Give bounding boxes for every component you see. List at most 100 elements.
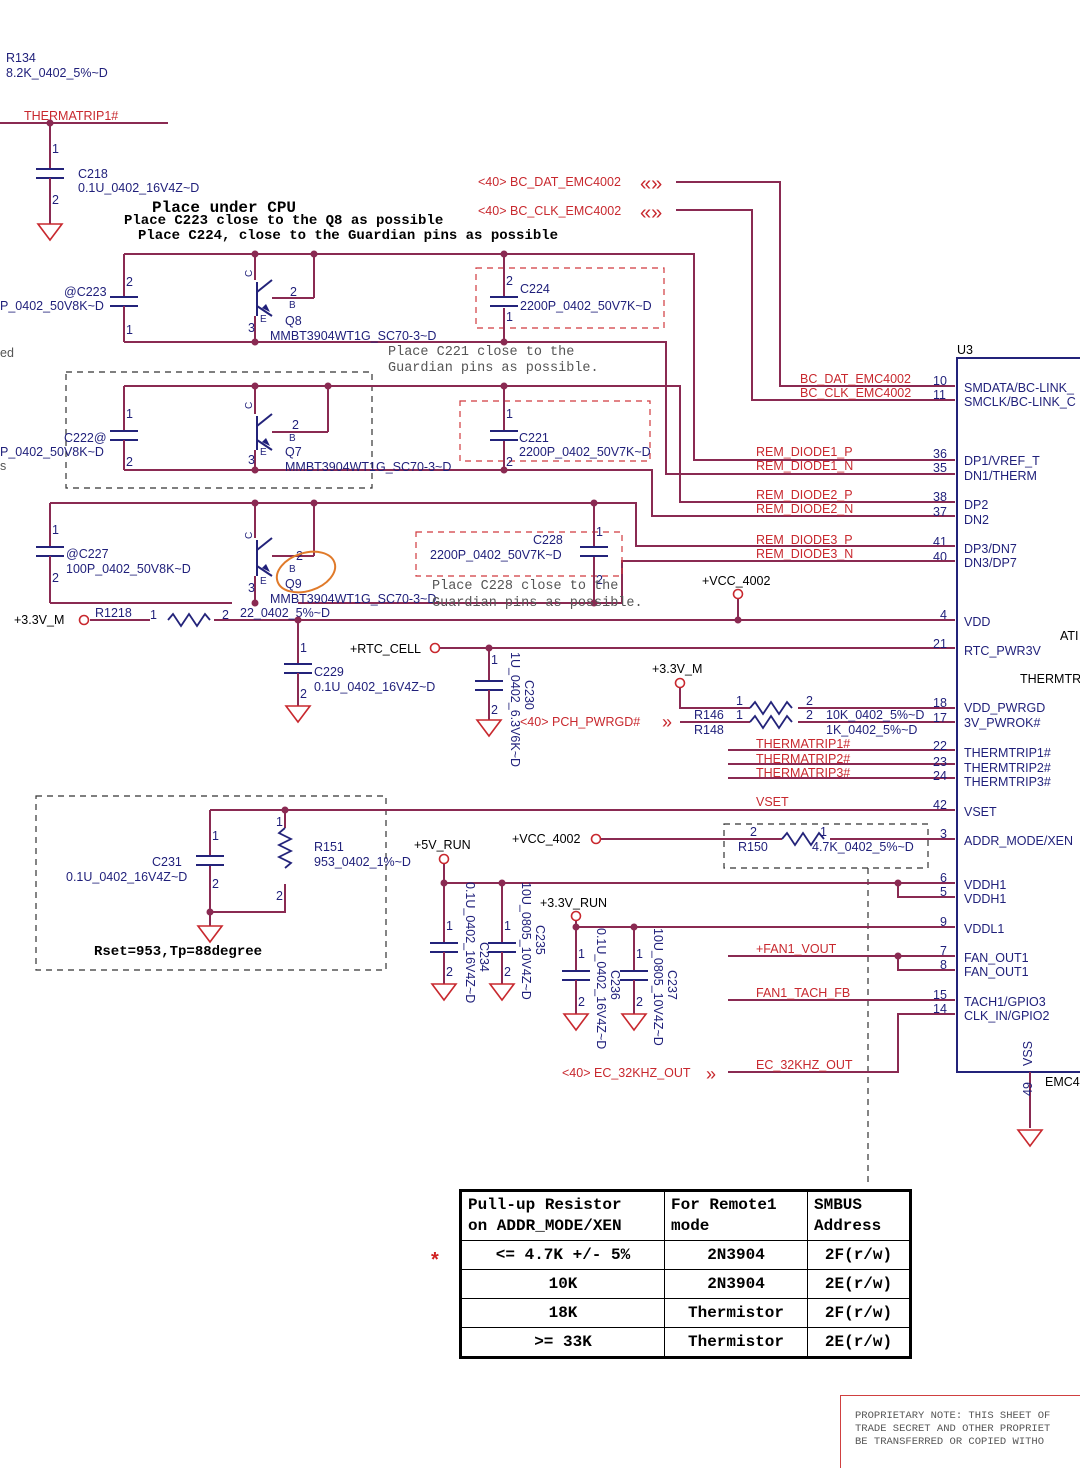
svg-text:17: 17 [933,711,947,725]
net-rem-diode2-p: REM_DIODE2_P [756,488,853,502]
table-cell: 18K [460,1298,665,1328]
c230-value: 1U_0402_6.3V6K~D [508,652,522,767]
address-table: Pull-up Resistor on ADDR_MODE/XEN For Re… [459,1189,912,1359]
net-thermatrip1: THERMATRIP1# [24,109,118,123]
table-cell: 2F(r/w) [807,1298,911,1328]
u3-pin-name: DP1/VREF_T [964,454,1040,468]
net-thermatrip3-u3: THERMATRIP3# [756,766,850,780]
svg-text:1: 1 [736,694,743,708]
net-vcc-4002: +VCC_4002 [702,574,770,588]
u3-pin-name: VDD_PWRGD [964,701,1045,715]
note-place-under-cpu: Place under CPU [152,199,296,217]
address-table-header: Pull-up Resistor on ADDR_MODE/XEN [460,1190,665,1241]
note-c228-1: Place C228 close to the [432,579,618,594]
u3-pin-name: THERMTRIP1# [964,746,1051,760]
net-p3v3-m: +3.3V_M [652,662,702,676]
r134-value: 8.2K_0402_5%~D [6,66,108,80]
q9-ref: Q9 [285,577,302,591]
svg-text:1: 1 [736,708,743,722]
c230-ref: C230 [522,680,536,710]
svg-text:2: 2 [296,549,303,563]
svg-text:2: 2 [290,285,297,299]
u3-pin-name: DP3/DN7 [964,542,1017,556]
table-cell: Thermistor [664,1327,808,1358]
u3-pin-name: SMDATA/BC-LINK_ [964,381,1075,395]
u3-ref: U3 [957,343,973,357]
c228-ref: C228 [533,533,563,547]
bidir-arrow-icon: «» [640,173,662,195]
r146-ref: R146 [694,708,724,722]
table-cell: <= 4.7K +/- 5% [460,1240,665,1270]
u3-pin-name: VDD [964,615,990,629]
table-row: 18K Thermistor 2F(r/w) [460,1298,911,1328]
svg-text:1: 1 [126,407,133,421]
address-table-header: For Remote1 mode [664,1190,808,1241]
svg-text:35: 35 [933,461,947,475]
highlight-circle [275,550,337,594]
net-pch-pwrgd: <40> PCH_PWRGD# [520,715,640,729]
svg-text:18: 18 [933,696,947,710]
c237-value: 10U_0805_10V4Z~D [651,928,665,1046]
svg-text:9: 9 [940,915,947,929]
u3-body [956,357,1080,1073]
c237-ref: C237 [665,970,679,1000]
net-bc-clk-u3: BC_CLK_EMC4002 [800,386,911,400]
svg-text:2: 2 [292,418,299,432]
svg-text:2: 2 [222,608,229,622]
svg-text:1: 1 [300,641,307,655]
r150-ref: R150 [738,840,768,854]
net-ec-32khz-u3: EC_32KHZ_OUT [756,1058,853,1072]
svg-text:3: 3 [248,321,255,335]
svg-text:3: 3 [940,827,947,841]
bidir-arrow-icon: «» [640,202,662,224]
svg-text:1: 1 [150,608,157,622]
u3-pin-name: VSET [964,805,997,819]
table-cell: 2N3904 [664,1240,808,1270]
net-vset: VSET [756,795,789,809]
u3-label-atr: ATI [1060,629,1079,643]
svg-text:2: 2 [52,571,59,585]
proprietary-line: BE TRANSFERRED OR COPIED WITHO [855,1436,1045,1448]
c234-value: 0.1U_0402_16V4Z~D [463,882,477,1003]
c234-ref: C234 [477,942,491,972]
c218-value: 0.1U_0402_16V4Z~D [78,181,199,195]
svg-text:2: 2 [578,995,585,1009]
u3-pin-name: 3V_PWROK# [964,716,1040,730]
c227-value: 100P_0402_50V8K~D [66,562,191,576]
net-p3v3-m: +3.3V_M [14,613,64,627]
q7-ref: Q7 [285,445,302,459]
table-cell: >= 33K [460,1327,665,1358]
svg-text:B: B [289,300,296,311]
svg-text:1: 1 [504,919,511,933]
svg-text:B: B [289,564,296,575]
q8-ref: Q8 [285,314,302,328]
u3-vss: VSS [1021,1041,1035,1066]
net-rem-diode1-n: REM_DIODE1_N [756,459,853,473]
c236-value: 0.1U_0402_16V4Z~D [594,928,608,1049]
svg-text:24: 24 [933,769,947,783]
r148-ref: R148 [694,723,724,737]
q8-value: MMBT3904WT1G_SC70-3~D [270,329,436,343]
net-rem-diode3-p: REM_DIODE3_P [756,533,853,547]
net-bc-dat: <40> BC_DAT_EMC4002 [478,175,621,189]
u3-pin-name: ADDR_MODE/XEN [964,834,1073,848]
svg-text:2: 2 [596,573,603,587]
u3-pin-name: VDDL1 [964,922,1004,936]
note-rset: Rset=953,Tp=88degree [94,944,262,960]
svg-text:C: C [244,402,255,409]
net-thermatrip2-u3: THERMATRIP2# [756,752,850,766]
note-c224: Place C224, close to the Guardian pins a… [138,228,558,244]
c227-ref: @C227 [66,547,109,561]
u3-pin-name: TACH1/GPIO3 [964,995,1046,1009]
svg-text:2: 2 [806,708,813,722]
left-edge-text: ed [0,346,14,360]
svg-text:C: C [244,270,255,277]
proprietary-line: TRADE SECRET AND OTHER PROPRIET [855,1423,1051,1435]
r148-value: 1K_0402_5%~D [826,723,917,737]
u3-pin-name: THERMTRIP3# [964,775,1051,789]
u3-pin-name: DN3/DP7 [964,556,1017,570]
net-p3v3-run: +3.3V_RUN [540,896,607,910]
svg-text:1: 1 [820,825,827,839]
svg-text:2: 2 [52,193,59,207]
